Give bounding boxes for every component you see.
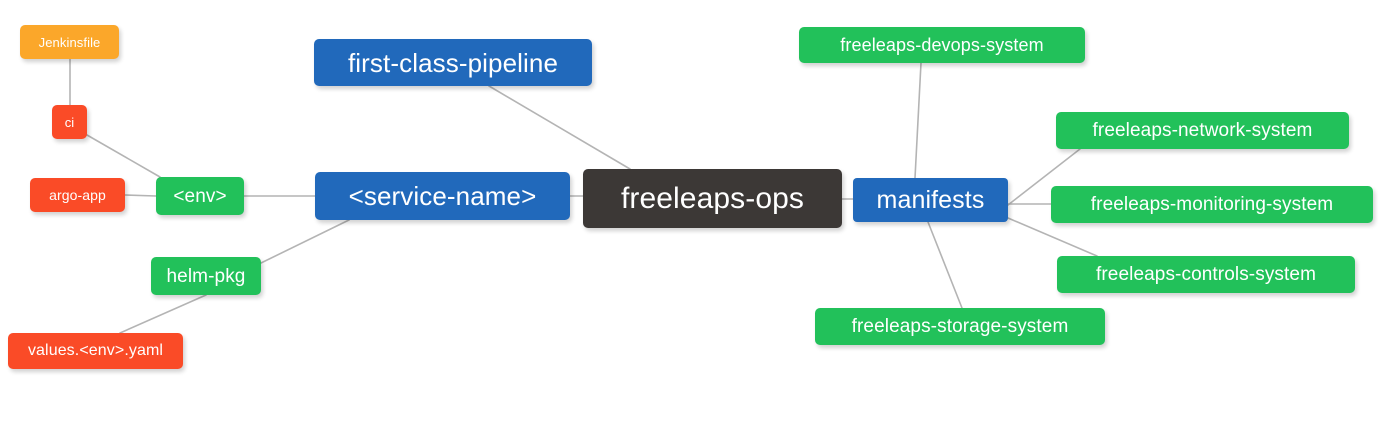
node-label-controls-system: freeleaps-controls-system xyxy=(1095,264,1317,285)
node-env[interactable]: <env> xyxy=(156,177,244,215)
node-argo-app[interactable]: argo-app xyxy=(30,178,125,212)
edge-ci-to-env xyxy=(86,134,161,178)
node-values-yaml[interactable]: values.<env>.yaml xyxy=(8,333,183,369)
node-storage-system[interactable]: freeleaps-storage-system xyxy=(815,308,1105,345)
edge-argo-app-to-env xyxy=(124,194,157,197)
node-service-name[interactable]: <service-name> xyxy=(315,172,570,220)
node-jenkinsfile[interactable]: Jenkinsfile xyxy=(20,25,119,59)
node-label-freeleaps-ops: freeleaps-ops xyxy=(620,181,805,215)
edge-manifests-to-controls-system xyxy=(1007,217,1098,257)
node-label-network-system: freeleaps-network-system xyxy=(1092,120,1313,141)
node-ci[interactable]: ci xyxy=(52,105,87,139)
node-label-service-name: <service-name> xyxy=(348,181,537,211)
node-network-system[interactable]: freeleaps-network-system xyxy=(1056,112,1349,149)
edge-helm-pkg-to-values-yaml xyxy=(119,294,207,334)
edge-manifests-to-devops-system xyxy=(914,62,922,179)
node-freeleaps-ops[interactable]: freeleaps-ops xyxy=(583,169,842,228)
node-label-manifests: manifests xyxy=(876,185,985,214)
node-label-helm-pkg: helm-pkg xyxy=(166,265,246,287)
node-label-argo-app: argo-app xyxy=(49,187,106,203)
node-helm-pkg[interactable]: helm-pkg xyxy=(151,257,261,295)
node-devops-system[interactable]: freeleaps-devops-system xyxy=(799,27,1085,63)
node-label-values-yaml: values.<env>.yaml xyxy=(27,342,164,359)
node-label-devops-system: freeleaps-devops-system xyxy=(840,35,1044,55)
node-monitoring-system[interactable]: freeleaps-monitoring-system xyxy=(1051,186,1373,223)
edge-service-name-to-helm-pkg xyxy=(260,219,350,264)
node-first-class-pipeline[interactable]: first-class-pipeline xyxy=(314,39,592,86)
node-controls-system[interactable]: freeleaps-controls-system xyxy=(1057,256,1355,293)
node-manifests[interactable]: manifests xyxy=(853,178,1008,222)
edge-manifests-to-storage-system xyxy=(927,221,963,309)
node-label-monitoring-system: freeleaps-monitoring-system xyxy=(1090,194,1334,215)
node-label-jenkinsfile: Jenkinsfile xyxy=(38,34,101,50)
node-label-first-class-pipeline: first-class-pipeline xyxy=(347,47,559,78)
node-label-ci: ci xyxy=(64,114,75,130)
edge-first-class-pipeline-to-freeleaps-ops xyxy=(488,85,631,170)
node-label-env: <env> xyxy=(173,185,227,207)
node-label-storage-system: freeleaps-storage-system xyxy=(851,316,1069,337)
